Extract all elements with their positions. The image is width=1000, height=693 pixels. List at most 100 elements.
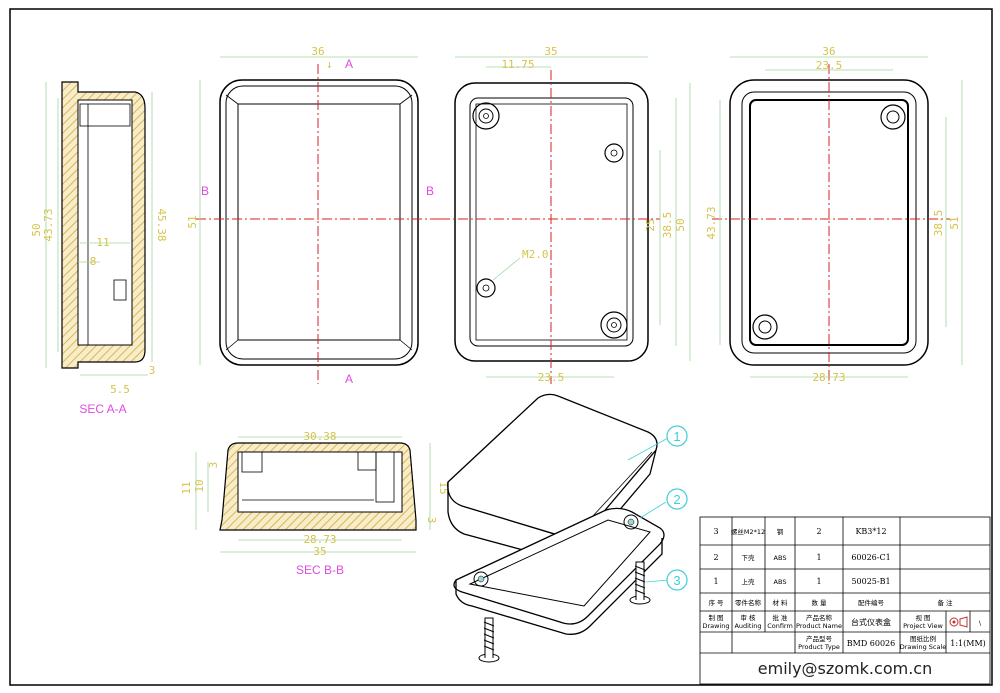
- product-name-value: 台式仪表盒: [851, 617, 891, 627]
- dim-inner-height: 43.73: [42, 208, 55, 241]
- product-type-en: Product Type: [798, 643, 840, 651]
- exploded-assembly: 1 2 3: [447, 393, 688, 663]
- part-3-no: 3: [713, 527, 718, 536]
- callout-1: 1: [673, 429, 680, 444]
- part-1-name: 上壳: [742, 577, 756, 586]
- auditing-en: Auditing: [734, 622, 761, 630]
- project-view-en: Project View: [903, 622, 943, 630]
- header-no: 序 号: [708, 598, 724, 607]
- dim-inner-h1: 25: [644, 218, 657, 231]
- dim-bb-bottom-inner: 28.73: [303, 533, 336, 546]
- dim-inner-bottom: 23.5: [538, 371, 565, 384]
- callout-3-circle: [666, 569, 688, 591]
- header-qty: 数 量: [811, 598, 827, 607]
- screw-boss-right-mid: [604, 143, 624, 163]
- product-type-cn: 产品型号: [806, 634, 833, 643]
- header-material: 材 料: [772, 598, 788, 607]
- dim-bb-right-b: 3: [425, 517, 438, 524]
- callout-2: 2: [673, 492, 680, 507]
- marker-b-left: B: [201, 184, 209, 198]
- part-1-code: 50025-B1: [851, 577, 890, 586]
- view-mark: \: [979, 619, 982, 627]
- drawing-cn: 制 图: [708, 613, 723, 622]
- title-block: [699, 516, 991, 685]
- part-2-name: 下壳: [742, 553, 756, 562]
- bottom-view: 36 23.5 28.73 43.73 38.5 51: [705, 45, 963, 384]
- dim-overall-height: 50: [30, 223, 43, 236]
- project-view-cn: 视 图: [915, 613, 930, 622]
- marker-a-top: A: [345, 57, 353, 71]
- header-code: 配件编号: [858, 598, 885, 607]
- drawing-en: Drawing: [702, 622, 729, 630]
- screw-boss-top-left: [472, 102, 500, 130]
- part-3-name: 螺丝M2*12: [731, 527, 765, 536]
- dim-bottom: 5.5: [110, 383, 130, 396]
- dim-inner-width: 35: [544, 45, 557, 58]
- section-aa-label: SEC A-A: [79, 402, 126, 416]
- screw-right: [629, 561, 651, 605]
- header-name: 零件名称: [735, 598, 762, 607]
- scale-cn: 图纸比例: [910, 634, 936, 643]
- dim-inner-h2: 38.5: [661, 212, 674, 239]
- part-1-no: 1: [713, 577, 718, 586]
- dim-marker-a-top: ↓: [326, 58, 333, 71]
- dim-bb-top: 30.38: [303, 430, 336, 443]
- part-2-material: ABS: [774, 554, 787, 562]
- dim-lip: 8: [90, 255, 97, 268]
- dim-inner-offset: 11.75: [501, 58, 534, 71]
- dim-bottom-h1: 38.5: [932, 210, 945, 237]
- marker-a-bottom: A: [345, 372, 353, 386]
- part-3-qty: 2: [816, 527, 821, 536]
- title-block-text: 3 螺丝M2*12 钢 2 KB3*12 2 下壳 ABS 1 60026-C1…: [702, 527, 985, 678]
- marker-b-right: B: [426, 184, 434, 198]
- product-type-value: BMD 60026: [847, 639, 895, 648]
- projection-symbol-icon: [949, 616, 968, 628]
- part-1-material: ABS: [774, 578, 787, 586]
- dim-right-height: 45.38: [155, 208, 168, 241]
- screw-hole-bottom-left: [752, 314, 778, 340]
- part-3-code: KB3*12: [855, 527, 886, 536]
- product-name-en: Product Name: [796, 622, 842, 630]
- product-name-cn: 产品名称: [806, 613, 833, 622]
- section-bb-view: 30.38 11 10 3 15 3 28.73 35 SEC B-B: [180, 430, 450, 577]
- dim-bottom-left-h: 43.73: [705, 206, 718, 239]
- dim-bb-left-mid: 10: [193, 479, 206, 492]
- auditing-cn: 审 核: [740, 613, 756, 622]
- section-aa-view: 50 43.73 45.38 11 8 5.5 3 SEC A-A: [30, 81, 168, 416]
- dim-bottom-lower-width: 28.73: [812, 371, 845, 384]
- dim-inner-h3: 50: [674, 218, 687, 231]
- screw-boss-bottom-right: [600, 311, 628, 339]
- callout-2-circle: [666, 488, 688, 510]
- part-1-qty: 1: [816, 577, 821, 586]
- part-2-qty: 1: [816, 553, 821, 562]
- callout-3: 3: [673, 573, 680, 588]
- part-3-material: 钢: [777, 528, 784, 536]
- scale-value: 1:1(MM): [950, 639, 986, 648]
- dim-top-width: 36: [311, 45, 324, 58]
- confirm-cn: 批 准: [772, 613, 788, 622]
- sheet-border: [9, 8, 993, 686]
- contact-email: emily@szomk.com.cn: [758, 659, 932, 678]
- hole-note: M2.0: [522, 248, 549, 261]
- dim-bb-left-top: 3: [207, 462, 220, 469]
- dim-bottom-h2: 51: [948, 216, 961, 229]
- dim-bottom-width: 36: [822, 45, 835, 58]
- dim-thickness: 3: [149, 364, 156, 377]
- dim-bb-bottom-outer: 35: [313, 545, 326, 558]
- part-2-code: 60026-C1: [851, 553, 890, 562]
- dim-bottom-inner-width: 23.5: [816, 59, 843, 72]
- dim-bb-right-h: 15: [437, 481, 450, 494]
- section-bb-label: SEC B-B: [296, 563, 344, 577]
- screw-left: [478, 617, 500, 663]
- dim-bb-left-outer: 11: [180, 481, 193, 494]
- scale-en: Drawing Scale: [900, 643, 947, 651]
- part-2-no: 2: [713, 553, 718, 562]
- dim-top-height: 51: [186, 215, 199, 228]
- top-view: 36 51 ↓ A A B B: [186, 45, 440, 386]
- screw-boss-left-low: [476, 278, 496, 298]
- inner-view: 35 11.75 23.5 25 38.5 50 M2.0: [440, 45, 691, 384]
- confirm-en: Confirm: [767, 622, 793, 630]
- dim-wall: 11: [96, 236, 109, 249]
